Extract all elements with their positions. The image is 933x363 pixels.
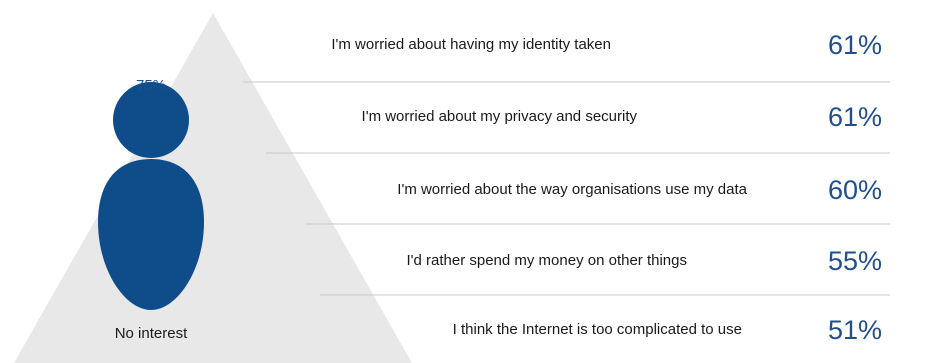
reason-label: I'd rather spend my money on other thing… [406, 252, 687, 269]
reason-row: I'm worried about my privacy and securit… [362, 102, 882, 132]
reason-label: I think the Internet is too complicated … [453, 321, 742, 338]
reason-row: I'd rather spend my money on other thing… [406, 246, 882, 276]
reason-value: 60% [828, 175, 882, 205]
person-body [98, 159, 204, 310]
reason-label: I'm worried about my privacy and securit… [362, 108, 638, 125]
row-dividers [243, 81, 890, 296]
reason-label: I'm worried about the way organisations … [397, 181, 747, 198]
headline-value: 75% [136, 77, 166, 94]
reason-row: I'm worried about the way organisations … [397, 175, 882, 205]
background-triangle [14, 13, 412, 363]
person-icon [98, 82, 204, 310]
reason-value: 61% [828, 30, 882, 60]
reason-value: 55% [828, 246, 882, 276]
reason-value: 51% [828, 315, 882, 345]
reason-row: I'm worried about having my identity tak… [331, 30, 882, 60]
reason-rows: I'm worried about having my identity tak… [331, 30, 882, 345]
reason-value: 61% [828, 102, 882, 132]
reason-row: I think the Internet is too complicated … [453, 315, 882, 345]
person-head [113, 82, 189, 158]
reason-label: I'm worried about having my identity tak… [331, 36, 611, 53]
headline-label: No interest [115, 325, 188, 342]
